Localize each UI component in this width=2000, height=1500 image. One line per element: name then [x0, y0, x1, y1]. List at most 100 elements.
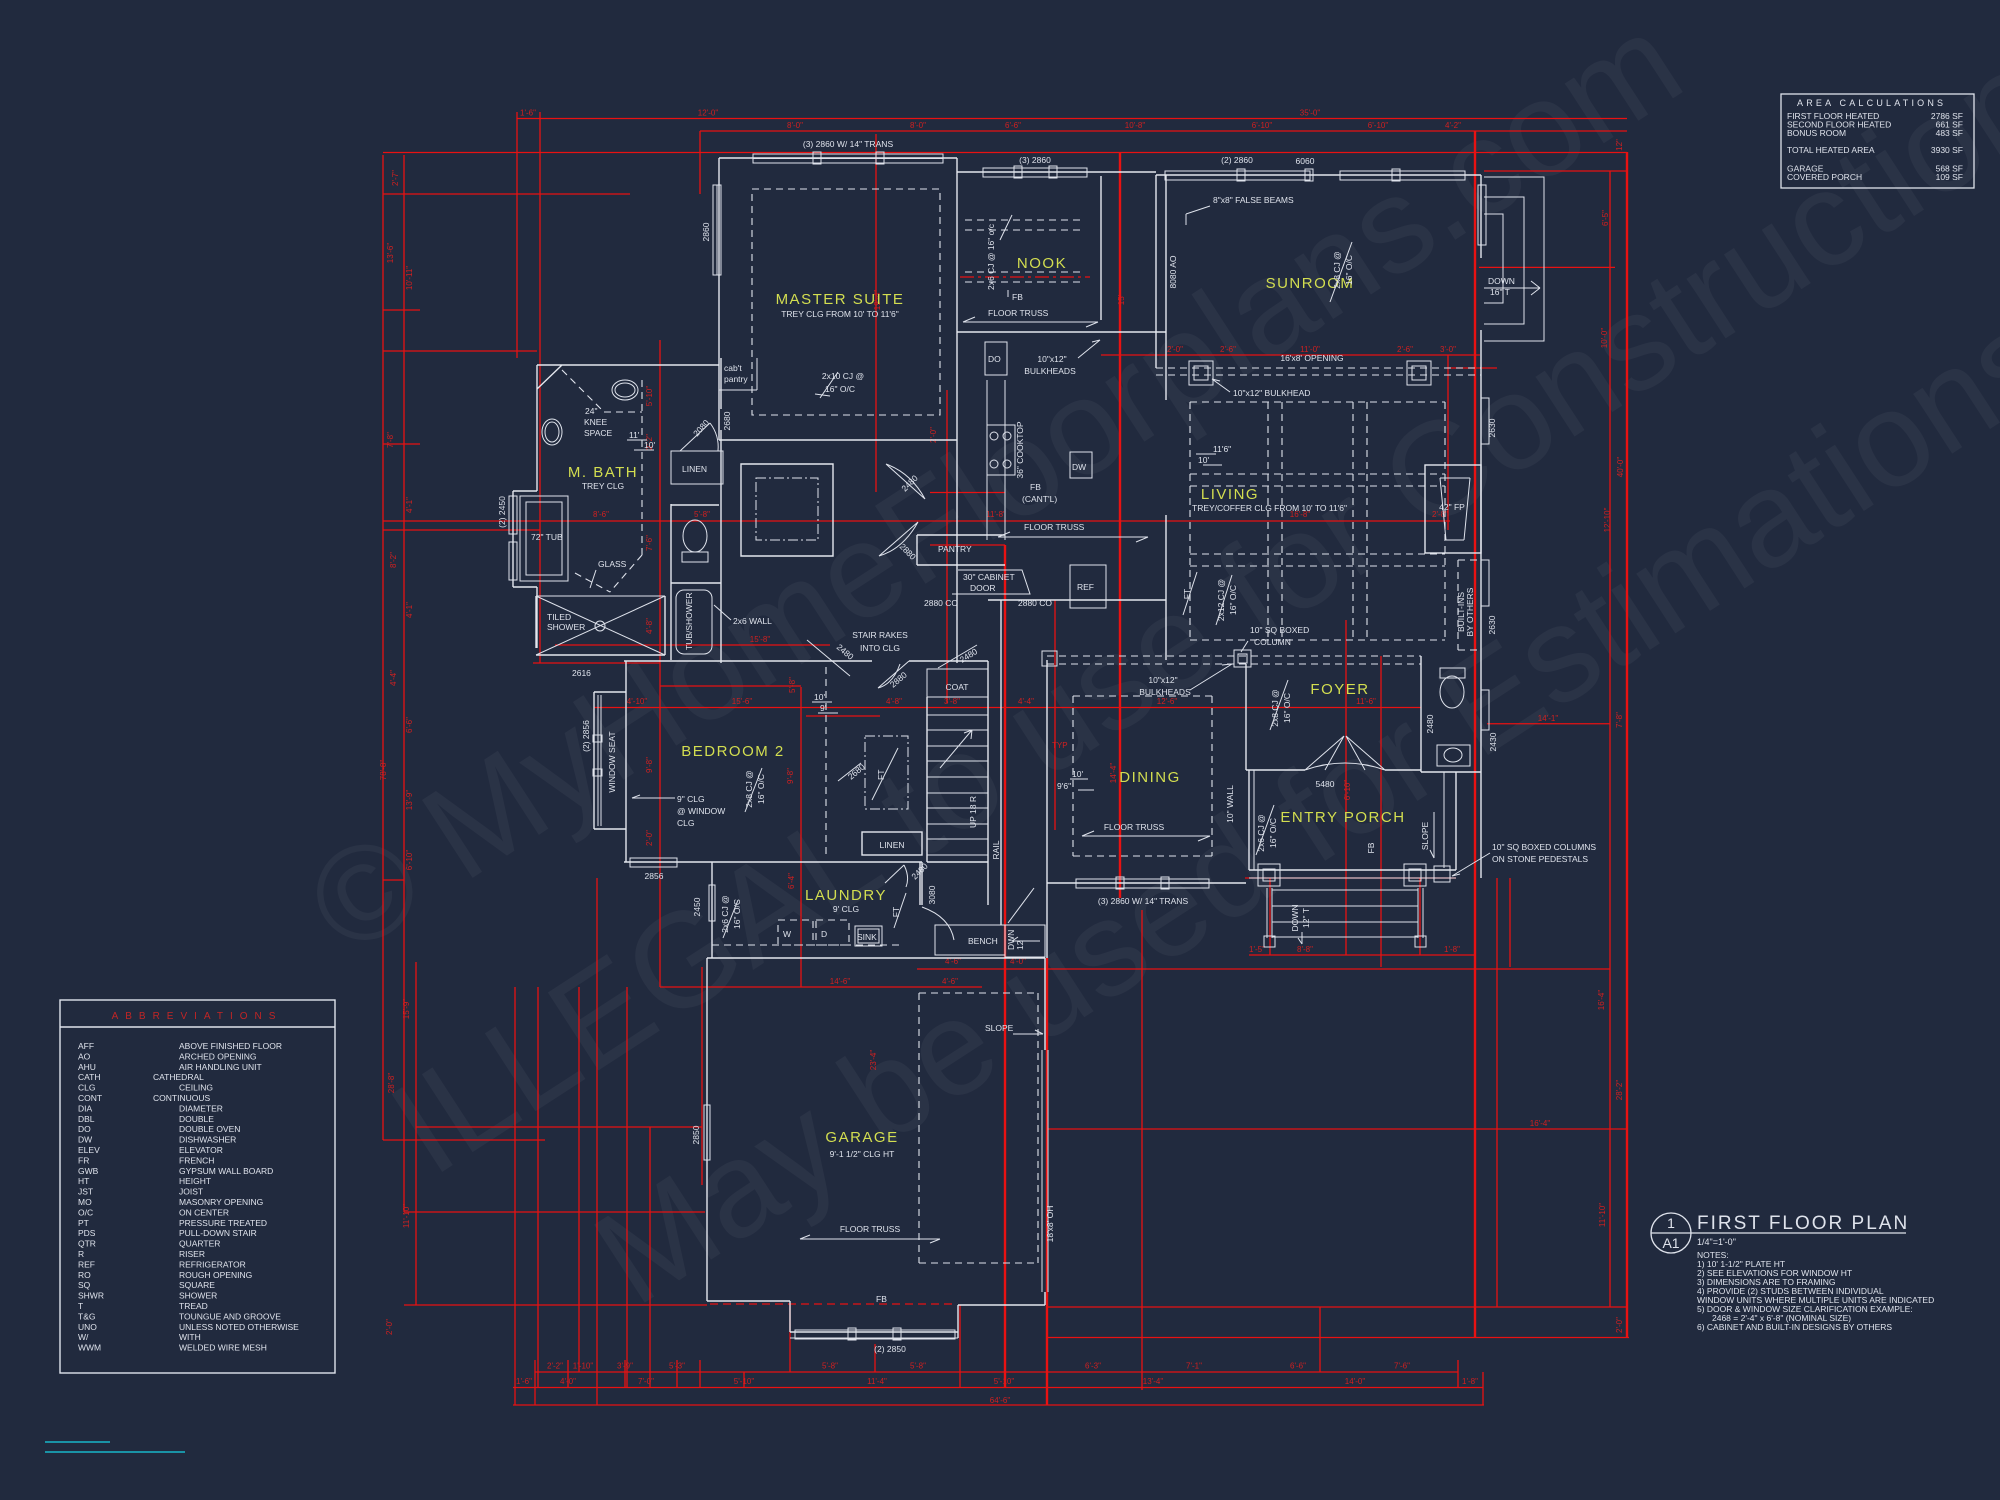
- svg-text:TOTAL HEATED AREA: TOTAL HEATED AREA: [1787, 145, 1875, 155]
- svg-text:2'-8": 2'-8": [1432, 510, 1448, 519]
- svg-text:10'-0": 10'-0": [1600, 328, 1609, 349]
- svg-text:16'-8": 16'-8": [1290, 510, 1311, 519]
- svg-text:RISER: RISER: [179, 1249, 205, 1259]
- svg-text:REF: REF: [1077, 582, 1094, 592]
- svg-text:8'-0": 8'-0": [910, 121, 926, 130]
- svg-text:11'-10": 11'-10": [402, 1204, 411, 1228]
- svg-text:14'-4": 14'-4": [1109, 763, 1118, 784]
- svg-text:2x6 CJ @: 2x6 CJ @: [720, 895, 730, 932]
- svg-text:15'-8": 15'-8": [750, 635, 771, 644]
- svg-text:6'-3": 6'-3": [1085, 1362, 1101, 1371]
- svg-text:16" O/C: 16" O/C: [1282, 693, 1292, 723]
- svg-text:16" O/C: 16" O/C: [732, 899, 742, 929]
- svg-text:COAT: COAT: [946, 682, 969, 692]
- svg-text:PDS: PDS: [78, 1228, 96, 1238]
- svg-text:2'-6": 2'-6": [1397, 345, 1413, 354]
- svg-text:RAIL: RAIL: [991, 840, 1001, 859]
- svg-text:(2) 2850: (2) 2850: [874, 1344, 906, 1354]
- svg-text:W: W: [783, 929, 791, 939]
- svg-text:10'-11": 10'-11": [405, 266, 414, 290]
- svg-text:6'-5": 6'-5": [1601, 210, 1610, 226]
- svg-text:7'-6": 7'-6": [1394, 1362, 1410, 1371]
- svg-text:8'-6": 8'-6": [593, 510, 609, 519]
- svg-text:UP 18 R: UP 18 R: [968, 796, 978, 828]
- svg-text:FLOOR TRUSS: FLOOR TRUSS: [1024, 522, 1085, 532]
- svg-text:WINDOW SEAT: WINDOW SEAT: [607, 731, 617, 792]
- svg-text:5'-8": 5'-8": [694, 510, 710, 519]
- svg-text:SINK: SINK: [857, 932, 877, 942]
- svg-text:BY OTHERS: BY OTHERS: [1465, 587, 1475, 636]
- svg-text:6'-10": 6'-10": [1368, 121, 1389, 130]
- svg-text:5'-10": 5'-10": [645, 386, 654, 407]
- svg-text:4'-4": 4'-4": [389, 670, 398, 686]
- svg-text:2680: 2680: [722, 411, 732, 430]
- svg-text:LAUNDRY: LAUNDRY: [805, 887, 887, 904]
- svg-text:568 SF: 568 SF: [1936, 163, 1963, 173]
- svg-text:16'-4": 16'-4": [1597, 990, 1606, 1011]
- svg-text:2'-0": 2'-0": [385, 1319, 394, 1335]
- svg-text:2880 CO: 2880 CO: [924, 598, 958, 608]
- svg-text:2450: 2450: [692, 897, 702, 916]
- svg-text:10" SQ BOXED: 10" SQ BOXED: [1250, 625, 1309, 635]
- svg-text:2850: 2850: [691, 1125, 701, 1144]
- svg-text:4'-0": 4'-0": [560, 1377, 576, 1386]
- svg-text:2630: 2630: [1487, 418, 1497, 437]
- svg-text:ABOVE FINISHED FLOOR: ABOVE FINISHED FLOOR: [179, 1041, 282, 1051]
- svg-text:FB: FB: [1366, 842, 1376, 853]
- svg-text:9': 9': [820, 703, 827, 713]
- svg-text:10'-8": 10'-8": [1125, 121, 1146, 130]
- svg-text:16'x8' OPENING: 16'x8' OPENING: [1280, 353, 1343, 363]
- svg-text:@ WINDOW: @ WINDOW: [677, 806, 725, 816]
- svg-text:GWB: GWB: [78, 1166, 99, 1176]
- svg-text:TREY CLG FROM 10' TO 11'6": TREY CLG FROM 10' TO 11'6": [781, 309, 899, 319]
- svg-text:7'-0": 7'-0": [638, 1377, 654, 1386]
- svg-text:D: D: [821, 929, 827, 939]
- svg-text:2630: 2630: [1487, 615, 1497, 634]
- svg-text:UNLESS NOTED OTHERWISE: UNLESS NOTED OTHERWISE: [179, 1322, 299, 1332]
- svg-text:18'x8' OH: 18'x8' OH: [1045, 1206, 1055, 1243]
- svg-text:6'-6": 6'-6": [405, 717, 414, 733]
- svg-text:4'-6": 4'-6": [945, 957, 961, 966]
- svg-text:A1: A1: [1662, 1235, 1679, 1251]
- svg-text:R: R: [78, 1249, 84, 1259]
- svg-text:6'-10": 6'-10": [405, 850, 414, 871]
- svg-text:DOUBLE OVEN: DOUBLE OVEN: [179, 1124, 240, 1134]
- svg-text:HT: HT: [78, 1176, 89, 1186]
- svg-text:COVERED PORCH: COVERED PORCH: [1787, 172, 1862, 182]
- svg-text:16" O/C: 16" O/C: [1228, 585, 1238, 615]
- svg-text:16" O/C: 16" O/C: [825, 384, 855, 394]
- svg-text:DW: DW: [78, 1135, 92, 1145]
- svg-text:LINEN: LINEN: [682, 464, 707, 474]
- svg-text:2'-0": 2'-0": [1167, 345, 1183, 354]
- svg-text:10"x12": 10"x12": [1148, 675, 1177, 685]
- svg-text:6'-6": 6'-6": [1290, 1362, 1306, 1371]
- svg-text:4'-0": 4'-0": [1010, 957, 1026, 966]
- svg-text:12'-10": 12'-10": [1603, 507, 1612, 532]
- svg-text:SQUARE: SQUARE: [179, 1280, 215, 1290]
- svg-text:FRENCH: FRENCH: [179, 1155, 214, 1165]
- svg-text:16" O/C: 16" O/C: [756, 774, 766, 804]
- svg-text:CLG: CLG: [78, 1083, 95, 1093]
- svg-text:5'-8": 5'-8": [910, 1362, 926, 1371]
- svg-text:16'-4": 16'-4": [1530, 1119, 1551, 1128]
- svg-text:TOUNGUE AND GROOVE: TOUNGUE AND GROOVE: [179, 1311, 281, 1321]
- svg-text:4'-8": 4'-8": [886, 697, 902, 706]
- svg-text:ENTRY PORCH: ENTRY PORCH: [1280, 809, 1405, 826]
- svg-text:HEIGHT: HEIGHT: [179, 1176, 211, 1186]
- svg-text:72" TUB: 72" TUB: [531, 532, 563, 542]
- svg-text:1'-6": 1'-6": [516, 1377, 532, 1386]
- svg-text:64'-6": 64'-6": [990, 1396, 1011, 1405]
- svg-text:7'-6": 7'-6": [645, 535, 654, 551]
- svg-text:CONTINUOUS: CONTINUOUS: [153, 1093, 210, 1103]
- svg-text:5'-3": 5'-3": [669, 1362, 685, 1371]
- svg-text:1) 10' 1-1/2" PLATE HT: 1) 10' 1-1/2" PLATE HT: [1697, 1259, 1785, 1269]
- svg-text:5'-8": 5'-8": [822, 1362, 838, 1371]
- svg-text:9'6": 9'6": [1057, 781, 1071, 791]
- svg-text:9'-8": 9'-8": [645, 757, 654, 773]
- svg-text:1'-8": 1'-8": [1462, 1377, 1478, 1386]
- svg-text:19'-4": 19'-4": [873, 290, 882, 311]
- svg-text:6) CABINET AND BUILT-IN DESIGN: 6) CABINET AND BUILT-IN DESIGNS BY OTHER…: [1697, 1322, 1892, 1332]
- svg-text:MO: MO: [78, 1197, 92, 1207]
- svg-text:PANTRY: PANTRY: [938, 544, 972, 554]
- svg-text:13'-9": 13'-9": [405, 790, 414, 811]
